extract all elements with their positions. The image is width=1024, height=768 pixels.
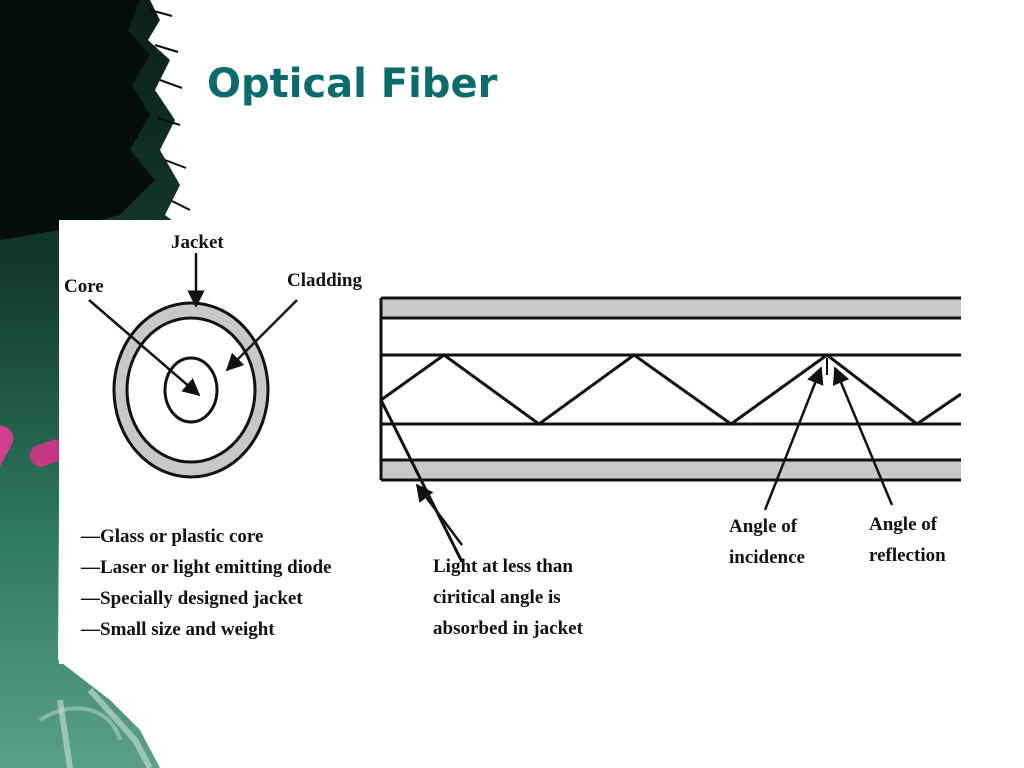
absorbed-note-arrow <box>415 483 463 546</box>
absorbed-note-line-1: Light at less than <box>433 556 573 577</box>
reflection-line-2: reflection <box>869 545 946 566</box>
feature-list: —Glass or plastic core —Laser or light e… <box>80 526 336 640</box>
reflection-arrow <box>832 366 894 506</box>
absorbed-note-line-2: ciritical angle is <box>433 587 561 608</box>
angle-of-reflection-label: Angle of reflection <box>869 514 946 566</box>
incidence-line-2: incidence <box>729 547 805 568</box>
light-ray-path <box>380 353 961 426</box>
feature-item: —Small size and weight <box>80 619 275 640</box>
absorbed-note-line-3: absorbed in jacket <box>433 618 584 639</box>
incidence-line-1: Angle of <box>729 516 798 537</box>
cladding-label: Cladding <box>287 270 362 291</box>
feature-item: —Laser or light emitting diode <box>80 557 332 578</box>
fiber-diagram-panel: Jacket Core Cladding <box>59 220 961 664</box>
cladding-arrow <box>225 299 298 372</box>
reflection-line-1: Angle of <box>869 514 938 535</box>
absorbed-note: Light at less than ciritical angle is ab… <box>433 556 584 639</box>
slide-title: Optical Fiber <box>207 61 498 107</box>
core-arrow <box>88 299 201 397</box>
feature-item: —Glass or plastic core <box>80 526 263 547</box>
core-label: Core <box>64 276 104 297</box>
lower-jacket-band <box>381 460 961 480</box>
feature-item: —Specially designed jacket <box>80 588 303 609</box>
angle-of-incidence-label: Angle of incidence <box>729 516 805 568</box>
core-circle <box>163 356 219 424</box>
incidence-arrow <box>763 366 824 511</box>
absorbed-light-ray <box>379 399 464 563</box>
pink-chalk-stick <box>0 425 14 491</box>
upper-jacket-band <box>381 298 961 318</box>
jacket-label: Jacket <box>171 232 224 253</box>
fiber-cross-section: Jacket Core Cladding <box>64 232 362 479</box>
fiber-longitudinal-view: Light at less than ciritical angle is ab… <box>379 296 961 639</box>
